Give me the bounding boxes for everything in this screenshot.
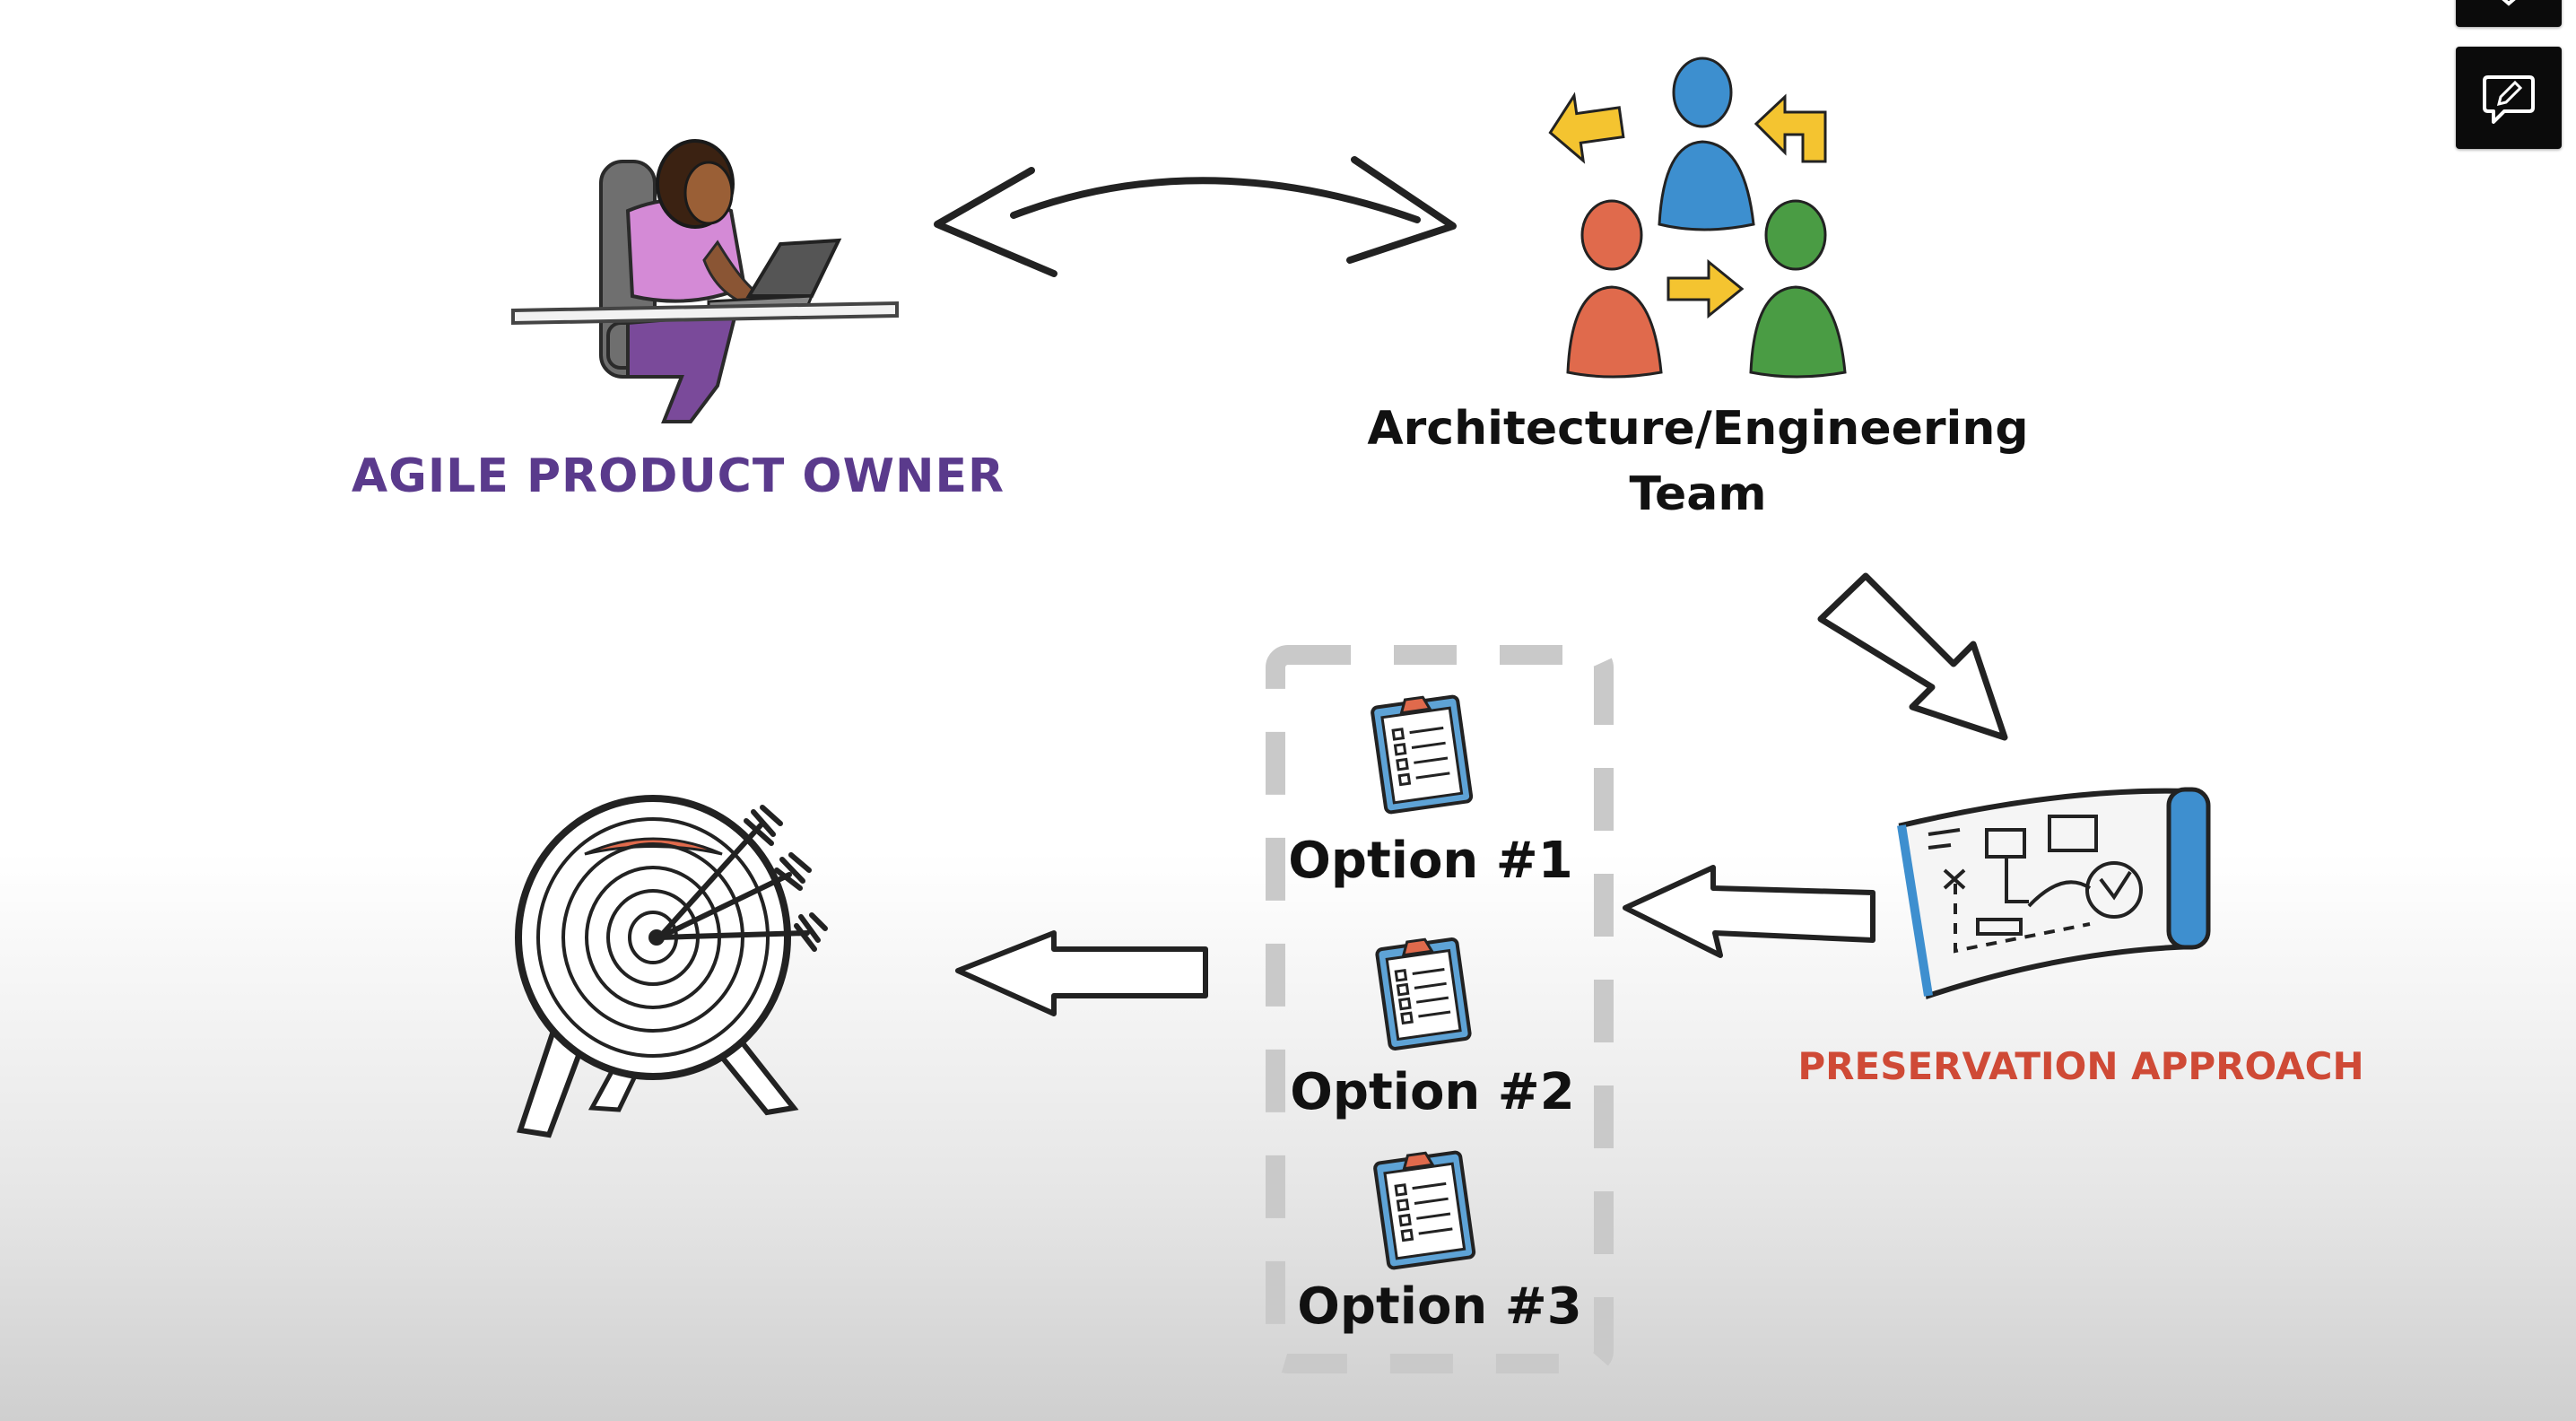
preservation-label: PRESERVATION APPROACH — [1797, 1044, 2363, 1088]
team-illustration — [1548, 57, 1847, 379]
team-label-line1: Architecture/Engineering — [1367, 402, 2028, 456]
clipboard-icon — [1371, 694, 1474, 815]
product-owner-illustration — [511, 139, 899, 423]
team-label-line2: Team — [1629, 467, 1766, 521]
options-box — [1266, 645, 1614, 1373]
target-icon — [515, 795, 828, 1138]
chevron-icon — [2502, 0, 2516, 6]
feedback-icon — [2483, 75, 2535, 124]
option-3-label: Option #3 — [1297, 1277, 1581, 1336]
option-2-label: Option #2 — [1290, 1063, 1574, 1121]
two-way-arrow — [934, 156, 1457, 277]
arrow-to-options — [1623, 865, 1875, 958]
arrow-to-preservation — [1817, 572, 2008, 741]
top-control-button[interactable] — [2456, 0, 2562, 27]
clipboard-icon — [1375, 937, 1472, 1050]
blueprint-illustration — [1897, 787, 2211, 999]
option-1-label: Option #1 — [1288, 832, 1572, 890]
feedback-button[interactable] — [2456, 47, 2562, 149]
arrow-to-target — [955, 930, 1208, 1016]
clipboard-icon — [1373, 1150, 1476, 1270]
product-owner-label: AGILE PRODUCT OWNER — [352, 449, 1005, 503]
